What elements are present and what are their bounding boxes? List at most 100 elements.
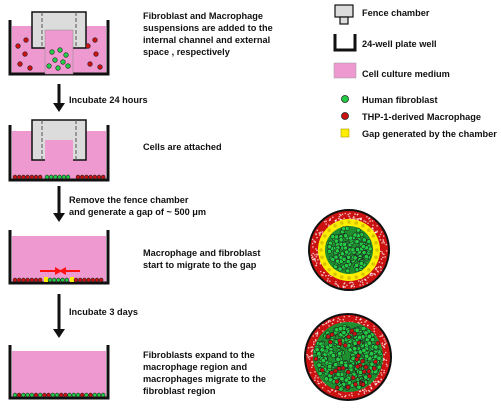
fibroblast-cell [363,330,369,336]
macrophage-speckle [367,222,369,224]
cell-dot [37,277,43,283]
gap-edge-dot [375,248,379,252]
macrophage-speckle [339,393,342,396]
gap-right [70,277,74,282]
fibroblast-cell [327,244,332,250]
macrophage-speckle [379,239,382,241]
macrophage-speckle [316,229,319,232]
macrophage-speckle [381,250,383,253]
macrophage-cell [345,369,351,375]
fibroblast-cell [323,376,329,382]
macrophage-speckle [364,388,366,391]
macrophage-speckle [314,332,317,335]
gap-edge-dot [333,223,337,228]
macrophage-speckle [318,382,320,385]
cell-dot [92,174,98,180]
macrophage-cell [354,356,360,362]
migrate-arrowhead-right [59,267,66,275]
macrophage-speckle [339,213,341,216]
cell-dot [12,174,18,180]
macrophage-speckle [381,334,384,336]
macrophage-cell [355,364,360,369]
macrophage-speckle [385,342,387,344]
macrophage-speckle [343,282,345,285]
macrophage-speckle [354,213,356,215]
legend-medium-label: Cell culture medium [362,69,450,79]
macrophage-speckle [338,215,341,218]
macrophage-speckle [311,349,313,352]
macrophage-speckle [362,389,364,391]
macrophage-cell [361,369,367,374]
macrophage-speckle [319,262,322,265]
macrophage-speckle [363,391,366,393]
macrophage-speckle [385,243,388,246]
macrophage-speckle [351,281,354,284]
fibroblast-cell [364,254,369,259]
gap-edge-dot [327,267,332,272]
macrophage-speckle [351,394,353,397]
legend-well-icon [333,34,357,52]
macrophage-speckle [310,254,313,257]
macrophage-speckle [376,225,378,227]
fibroblast-cell [342,241,347,247]
cell-dot [60,277,65,283]
cell-dot [96,392,102,398]
macrophage-speckle [337,317,340,320]
cell-dot [73,277,79,283]
gap-edge-dot [361,272,365,277]
cell-dot [71,392,77,398]
macrophage-speckle [365,390,368,392]
macrophage-speckle [325,274,327,277]
macrophage-speckle [307,347,310,349]
macrophage-cell [336,366,342,371]
macrophage-speckle [370,387,373,390]
gap-edge-dot [333,272,337,277]
cell-dot [54,392,60,398]
fibroblast-cell [334,238,339,244]
macrophage-cell [360,382,366,387]
fibroblast-cell [335,356,341,362]
cell-dot [37,392,43,398]
macrophage-cell [371,366,377,371]
step3-line1: Macrophage and fibroblast [143,248,261,258]
macrophage-speckle [312,252,315,255]
fibroblast-cell [345,268,351,274]
macrophage-speckle [359,390,362,392]
macrophage-speckle [319,270,322,273]
fibroblast-cell [361,326,367,332]
macrophage-speckle [379,233,382,236]
fibroblast-cell [366,239,372,244]
well-medium [12,351,106,398]
macrophage-speckle [338,392,340,395]
macrophage-speckle [312,246,314,248]
arrow-down-2 [53,186,65,222]
macrophage-speckle [339,318,341,321]
macrophage-speckle [380,231,383,233]
macrophage-speckle [323,271,325,274]
macrophage-speckle [344,212,347,215]
cell-dot [48,174,54,180]
fibroblast-cell [346,380,352,386]
macrophage-cell [329,370,334,376]
macrophage-speckle [365,279,367,281]
macrophage-speckle [314,377,316,379]
cell-dot [77,277,83,283]
macrophage-speckle [328,325,330,327]
macrophage-speckle [357,393,360,395]
macrophage-speckle [364,321,366,323]
macrophage-speckle [342,286,345,289]
macrophage-cell [337,341,343,347]
macrophage-speckle [352,283,355,286]
gap-edge-dot [339,275,344,279]
fibroblast-cell [341,226,347,232]
macrophage-speckle [315,264,317,267]
macrophage-speckle [318,327,321,329]
inner-channel-medium [45,140,73,177]
cell-dot [63,392,68,398]
macrophage-speckle [354,218,356,220]
fibroblast-cell [63,52,69,58]
macrophage-speckle [315,262,318,264]
macrophage-speckle [314,260,317,262]
legend-fence-icon [334,4,354,18]
macrophage-speckle [377,271,379,273]
